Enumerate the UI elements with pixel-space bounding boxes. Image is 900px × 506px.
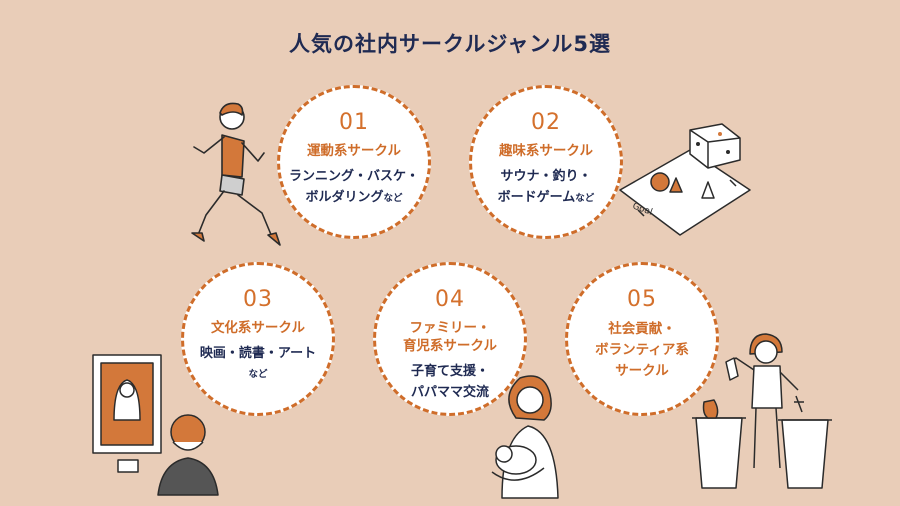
painting-viewer-illustration [92,354,219,496]
circle-category: ファミリー・ 育児系サークル [402,320,498,354]
circle-description: 子育て支援・ パパママ交流 [410,364,489,400]
circle-description: サウナ・釣り・ ボードゲームなど [497,169,595,205]
circle-description: ランニング・バスケ・ ボルダリングなど [288,169,419,205]
circle-03: 03 文化系サークル 映画・読書・アート など [181,262,335,416]
board-game-illustration: Goal [619,123,751,236]
circle-category: 文化系サークル [210,320,306,336]
circle-category: 趣味系サークル [498,143,594,159]
volunteer-cleanup-illustration [692,333,832,489]
mother-baby-illustration [491,375,559,499]
circle-category: 社会貢献・ ボランティア系 サークル [595,321,689,379]
circle-suffix: など [248,369,268,380]
circle-01: 01 運動系サークル ランニング・バスケ・ ボルダリングなど [277,85,431,239]
circle-category: 運動系サークル [306,143,402,159]
circle-02: 02 趣味系サークル サウナ・釣り・ ボードゲームなど [469,85,623,239]
circle-05: 05 社会貢献・ ボランティア系 サークル [565,262,719,416]
circle-number: 05 [623,287,661,315]
circle-number: 02 [527,110,565,138]
circle-description: 映画・読書・アート [199,346,317,361]
runner-illustration [191,102,281,246]
circle-number: 01 [335,110,373,138]
circle-number: 04 [431,287,469,315]
page-title: 人気の社内サークルジャンル5選 [289,32,611,56]
circle-number: 03 [239,287,277,315]
circle-04: 04 ファミリー・ 育児系サークル 子育て支援・ パパママ交流 [373,262,527,416]
